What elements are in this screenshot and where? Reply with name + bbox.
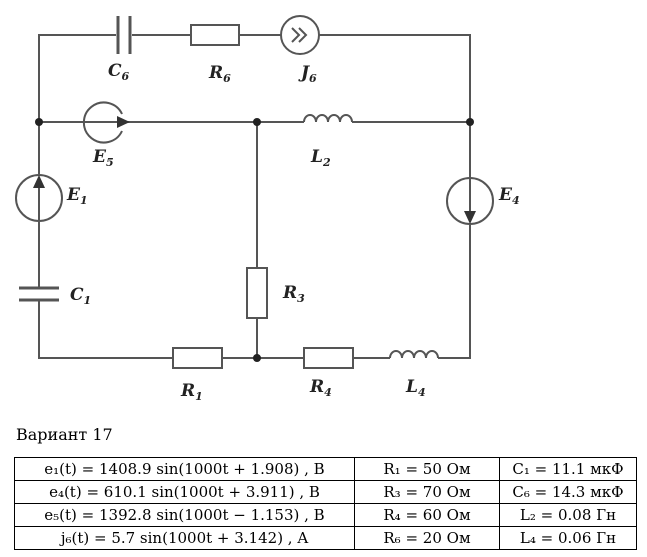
- resistor-r4: [303, 347, 354, 369]
- label-c6: C6: [108, 61, 130, 83]
- reactive-value-cell: C₁ = 11.1 мкФ: [499, 457, 637, 481]
- inductor-l4: [389, 350, 439, 359]
- table-row: e₄(t) = 610.1 sin(1000t + 3.911) , B R₃ …: [14, 480, 637, 504]
- resistor-r6: [190, 24, 240, 46]
- label-r3: R3: [282, 283, 305, 305]
- circuit-diagram: C6 R6 J6 E5 L2 E1 E4 C1 R3 R1 R4 L4: [15, 15, 520, 403]
- variant-title: Вариант 17: [16, 425, 113, 444]
- arrow-e5: [117, 116, 130, 128]
- junctions: [35, 118, 474, 362]
- reactive-value-cell: L₂ = 0.08 Гн: [499, 503, 637, 527]
- reactive-value-cell: L₄ = 0.06 Гн: [499, 526, 637, 550]
- label-j6: J6: [298, 63, 317, 85]
- parameters-table: e₁(t) = 1408.9 sin(1000t + 1.908) , B R₁…: [14, 457, 637, 550]
- table-row: j₆(t) = 5.7 sin(1000t + 3.142) , A R₆ = …: [14, 526, 637, 550]
- capacitor-c6: [116, 16, 132, 54]
- source-formula-cell: e₁(t) = 1408.9 sin(1000t + 1.908) , B: [14, 457, 355, 481]
- label-e1: E1: [66, 185, 88, 207]
- label-e5: E5: [92, 147, 114, 169]
- resistor-r1: [172, 347, 223, 369]
- label-c1: C1: [70, 285, 91, 307]
- label-l2: L2: [310, 147, 331, 169]
- source-formula-cell: j₆(t) = 5.7 sin(1000t + 3.142) , A: [14, 526, 355, 550]
- junction-dot: [253, 118, 261, 126]
- emf-source-e5: [82, 101, 123, 144]
- resistor-value-cell: R₁ = 50 Ом: [354, 457, 500, 481]
- capacitor-c1: [19, 286, 59, 302]
- junction-dot: [35, 118, 43, 126]
- label-r1: R1: [180, 381, 203, 403]
- inductor-l2: [303, 114, 353, 123]
- emf-source-e4: [446, 177, 494, 225]
- resistor-value-cell: R₃ = 70 Ом: [354, 480, 500, 504]
- wire-top: [38, 34, 471, 122]
- reactive-value-cell: C₆ = 14.3 мкФ: [499, 480, 637, 504]
- source-formula-cell: e₄(t) = 610.1 sin(1000t + 3.911) , B: [14, 480, 355, 504]
- resistor-value-cell: R₄ = 60 Ом: [354, 503, 500, 527]
- label-e4: E4: [498, 185, 520, 207]
- resistor-r3: [246, 267, 268, 319]
- junction-dot: [253, 354, 261, 362]
- table-row: e₅(t) = 1392.8 sin(1000t − 1.153) , B R₄…: [14, 503, 637, 527]
- resistor-value-cell: R₆ = 20 Ом: [354, 526, 500, 550]
- label-r4: R4: [309, 377, 332, 399]
- label-l4: L4: [405, 377, 426, 399]
- label-r6: R6: [208, 63, 231, 85]
- wire-left: [38, 122, 173, 359]
- junction-dot: [466, 118, 474, 126]
- source-formula-cell: e₅(t) = 1392.8 sin(1000t − 1.153) , B: [14, 503, 355, 527]
- table-row: e₁(t) = 1408.9 sin(1000t + 1.908) , B R₁…: [14, 457, 637, 481]
- wire-bottom: [222, 122, 471, 359]
- emf-source-e1: [15, 174, 63, 222]
- current-source-j6: [280, 15, 320, 55]
